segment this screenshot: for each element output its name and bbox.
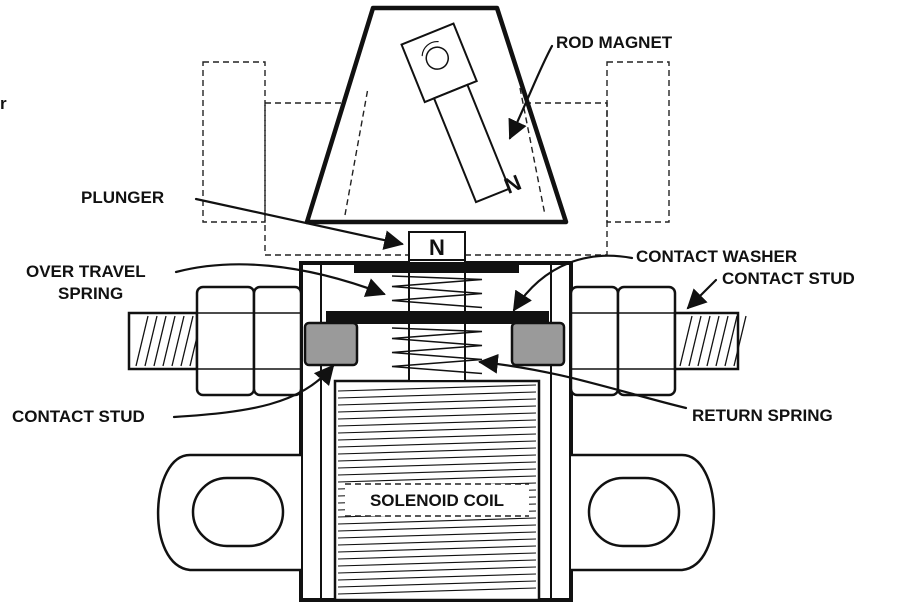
contact-washer-label: CONTACT WASHER bbox=[636, 247, 797, 266]
over-travel-label-2: SPRING bbox=[58, 284, 123, 303]
contact-stud-right-label: CONTACT STUD bbox=[722, 269, 855, 288]
return-spring-label: RETURN SPRING bbox=[692, 406, 833, 425]
solenoid-coil-label: SOLENOID COIL bbox=[370, 491, 504, 510]
contact-stud-left-arrow bbox=[172, 364, 335, 419]
contact-stud-left-assembly bbox=[127, 285, 303, 397]
contact-stud-left-label: CONTACT STUD bbox=[12, 407, 145, 426]
mounting-ear-right bbox=[571, 453, 716, 572]
over-travel-label-1: OVER TRAVEL bbox=[26, 262, 146, 281]
rod-magnet-arrow bbox=[508, 44, 554, 140]
contact-stud-end-left bbox=[303, 321, 359, 367]
rod-magnet-label: ROD MAGNET bbox=[556, 33, 673, 52]
solenoid-coil bbox=[333, 379, 541, 602]
contact-stud-right-arrow bbox=[686, 278, 718, 310]
mounting-ear-left bbox=[156, 453, 301, 572]
contact-washer bbox=[326, 311, 549, 324]
over-travel-spring bbox=[391, 275, 483, 309]
contact-stud-right-assembly bbox=[569, 285, 747, 397]
top-plate bbox=[354, 262, 519, 273]
contact-stud-end-right bbox=[510, 321, 566, 367]
plunger-label: PLUNGER bbox=[81, 188, 164, 207]
rod-magnet bbox=[400, 22, 511, 204]
plunger-arrow bbox=[194, 197, 404, 250]
over-travel-spring-arrow bbox=[174, 263, 386, 297]
contact-washer-arrow bbox=[512, 254, 634, 312]
return-spring bbox=[391, 327, 483, 375]
edge-fragment-text: r bbox=[0, 94, 7, 113]
return-spring-arrow bbox=[478, 353, 688, 410]
plunger-pole: N bbox=[429, 235, 445, 260]
